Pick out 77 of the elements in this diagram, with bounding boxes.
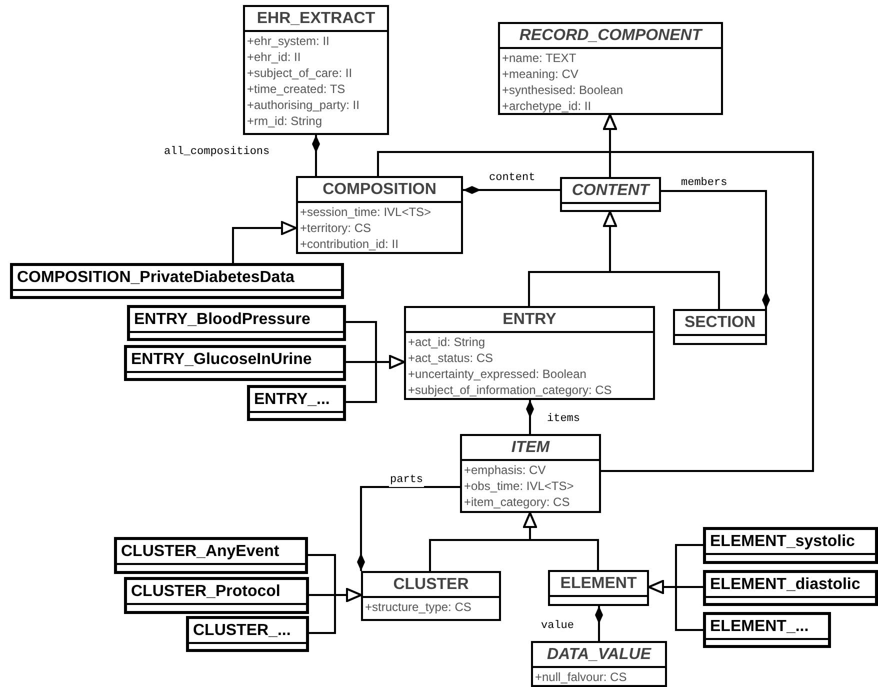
attribute-text: +archetype_id: II — [502, 98, 592, 114]
edge-label: parts — [389, 474, 424, 487]
attribute-text: +territory: CS — [300, 220, 372, 236]
class-box — [243, 5, 389, 135]
class-box — [703, 612, 831, 648]
class-box — [127, 305, 346, 341]
composition-line — [526, 400, 534, 434]
attribute-text: +subject_of_information_category: CS — [408, 382, 613, 398]
class-name: ENTRY — [406, 308, 653, 333]
attribute-text: +subject_of_care: II — [247, 65, 354, 81]
class-name: CONTENT — [562, 179, 659, 204]
class-name: ELEMENT_systolic — [706, 530, 875, 555]
class-name: CLUSTER — [363, 573, 499, 598]
generalization-arrow — [601, 114, 814, 472]
attribute-text: +obs_time: IVL<TS> — [464, 478, 575, 494]
class-box — [548, 570, 649, 606]
composition-line — [357, 486, 460, 571]
composition-line — [661, 190, 770, 309]
class-name: ENTRY_... — [250, 388, 343, 413]
class-box — [124, 345, 346, 381]
attribute-text: +ehr_id: II — [247, 49, 302, 65]
class-box — [703, 527, 878, 564]
attribute-text: +null_falvour: CS — [535, 669, 628, 685]
attribute-text: +authorising_party: II — [247, 97, 360, 113]
generalization-arrow — [603, 211, 720, 309]
composition-line — [312, 135, 320, 176]
class-name: ELEMENT_diastolic — [706, 573, 875, 598]
class-box — [114, 537, 308, 574]
composition-line — [595, 606, 603, 641]
class-name: ENTRY_BloodPressure — [130, 308, 343, 333]
generalization-arrow — [309, 588, 362, 634]
class-box — [404, 306, 655, 400]
attribute-text: +uncertainty_expressed: Boolean — [408, 366, 588, 382]
class-box — [361, 571, 501, 621]
class-box — [498, 22, 723, 115]
class-name: ELEMENT — [550, 572, 647, 597]
class-name: CLUSTER_AnyEvent — [117, 540, 305, 565]
class-box — [703, 570, 878, 606]
generalization-arrow — [648, 580, 703, 631]
class-box — [296, 176, 463, 254]
class-box — [124, 577, 309, 614]
class-name: EHR_EXTRACT — [245, 7, 387, 32]
class-box — [247, 385, 346, 421]
class-name: CLUSTER_... — [189, 619, 306, 644]
generalization-arrow — [523, 512, 599, 570]
class-name: DATA_VALUE — [533, 643, 665, 668]
attribute-text: +session_time: IVL<TS> — [300, 204, 432, 220]
class-name: ELEMENT_... — [706, 615, 828, 640]
attribute-text: +structure_type: CS — [365, 599, 472, 615]
attribute-text: +contribution_id: II — [300, 236, 400, 252]
composition-line — [463, 186, 560, 194]
class-box — [10, 263, 344, 299]
attribute-text: +act_status: CS — [408, 350, 494, 366]
class-name: SECTION — [675, 311, 765, 336]
attribute-text: +time_created: TS — [247, 81, 346, 97]
class-name: COMPOSITION_PrivateDiabetesData — [13, 266, 341, 291]
class-name: COMPOSITION — [298, 178, 461, 203]
attribute-text: +name: TEXT — [502, 50, 578, 66]
class-box — [460, 434, 601, 513]
class-box — [531, 641, 667, 687]
attribute-text: +act_id: String — [408, 334, 486, 350]
generalization-arrow — [232, 221, 297, 263]
edge-label: all_compositions — [163, 146, 271, 159]
class-name: CLUSTER_Protocol — [127, 580, 306, 605]
attribute-text: +meaning: CV — [502, 66, 580, 82]
class-name: ENTRY_GlucoseInUrine — [127, 348, 343, 373]
class-box — [186, 616, 309, 652]
class-name: ITEM — [462, 436, 599, 461]
class-name: RECORD_COMPONENT — [500, 24, 721, 49]
attribute-text: +item_category: CS — [464, 494, 571, 510]
class-box — [560, 177, 661, 212]
attribute-text: +rm_id: String — [247, 113, 324, 129]
attribute-text: +ehr_system: II — [247, 33, 330, 49]
generalization-arrow — [346, 355, 405, 403]
class-box — [673, 309, 767, 345]
attribute-text: +synthesised: Boolean — [502, 82, 624, 98]
attribute-text: +emphasis: CV — [464, 462, 547, 478]
